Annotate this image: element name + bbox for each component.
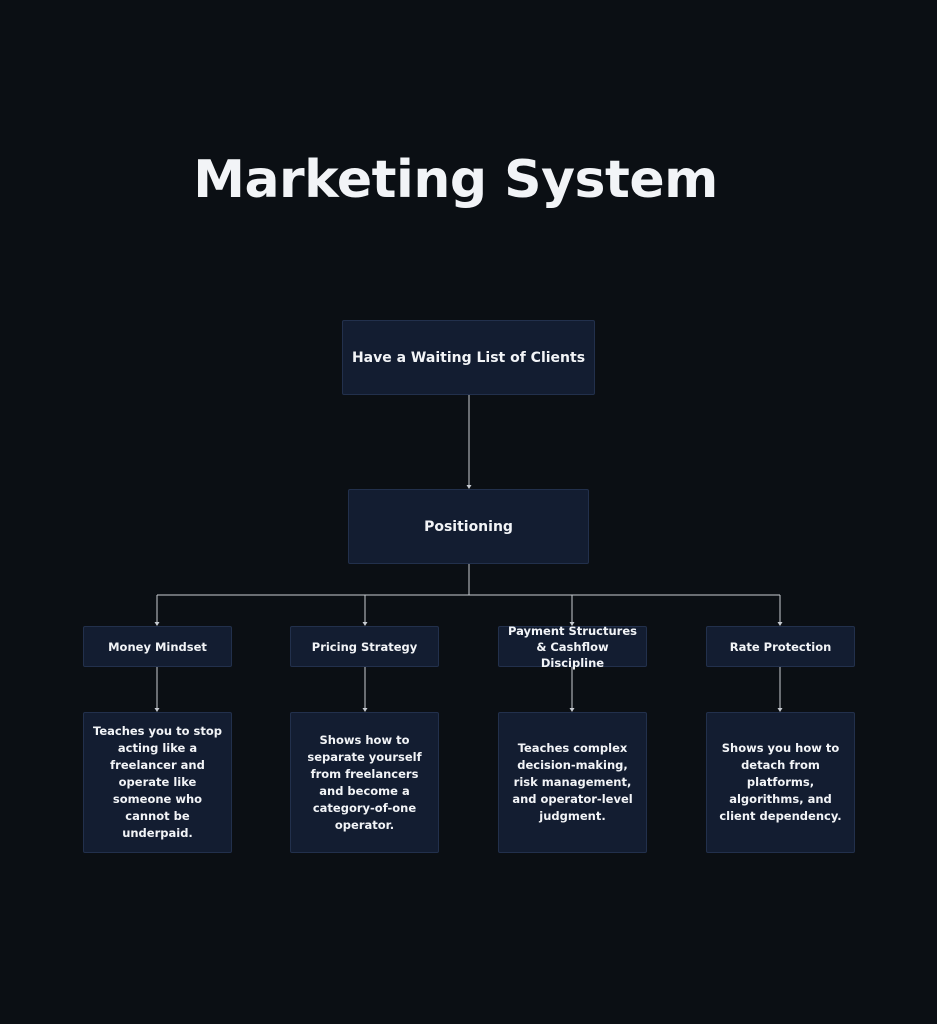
node-money-mindset: Money Mindset <box>83 626 232 667</box>
arrowhead-icon <box>569 622 575 626</box>
arrowhead-icon <box>466 485 472 489</box>
node-label: Payment Structures & Cashflow Discipline <box>508 623 637 670</box>
node-pricing-strategy: Pricing Strategy <box>290 626 439 667</box>
arrowhead-icon <box>362 622 368 626</box>
arrowhead-icon <box>777 708 783 712</box>
node-label: Positioning <box>424 518 513 535</box>
description-pricing-strategy: Shows how to separate yourself from free… <box>290 712 439 853</box>
node-root: Have a Waiting List of Clients <box>342 320 595 395</box>
arrowhead-icon <box>154 708 160 712</box>
node-label: Have a Waiting List of Clients <box>351 349 586 366</box>
description-money-mindset: Teaches you to stop acting like a freela… <box>83 712 232 853</box>
description-text: Teaches complex decision-making, risk ma… <box>512 741 633 823</box>
arrowhead-icon <box>362 708 368 712</box>
arrowhead-icon <box>154 622 160 626</box>
node-payment-structures: Payment Structures & Cashflow Discipline <box>498 624 647 670</box>
node-label: Money Mindset <box>108 639 207 654</box>
arrowhead-icon <box>569 708 575 712</box>
description-text: Teaches you to stop acting like a freela… <box>93 724 222 840</box>
node-rate-protection: Rate Protection <box>706 626 855 667</box>
diagram-title: Marketing System <box>193 150 718 210</box>
description-payment-structures: Teaches complex decision-making, risk ma… <box>498 712 647 853</box>
description-text: Shows you how to detach from platforms, … <box>719 741 842 823</box>
description-text: Shows how to separate yourself from free… <box>307 732 422 832</box>
node-label: Pricing Strategy <box>311 639 418 654</box>
description-rate-protection: Shows you how to detach from platforms, … <box>706 712 855 853</box>
node-positioning: Positioning <box>348 489 589 564</box>
arrowhead-icon <box>777 622 783 626</box>
node-label: Rate Protection <box>729 639 832 654</box>
